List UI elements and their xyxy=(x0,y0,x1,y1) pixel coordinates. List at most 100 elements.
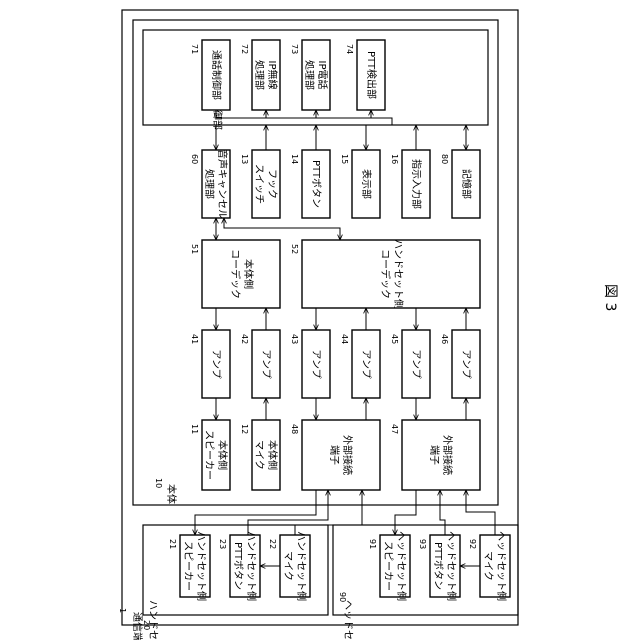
handset-unit-label: スピーカー xyxy=(182,541,194,591)
ctrl-num: 73 xyxy=(290,44,299,54)
headset-unit-label: ヘッドセット側 xyxy=(445,531,458,601)
unit-91-headset-speaker: 91 ヘッドセット側 スピーカー xyxy=(368,531,410,601)
handset-unit-label: ハンドセット側 xyxy=(195,531,208,601)
headset-num: 92 xyxy=(468,539,477,549)
io-label: 本体側 xyxy=(266,440,279,470)
io-num: 12 xyxy=(240,424,249,434)
body-num: 10 xyxy=(154,478,163,488)
amp-num: 43 xyxy=(290,334,299,344)
handset-unit-label: マイク xyxy=(282,551,294,581)
amp-label: アンプ xyxy=(260,349,272,378)
ctrl-unit-73: 73 IP電話 処理部 xyxy=(290,40,330,110)
unit-num: 80 xyxy=(440,154,449,164)
unit-15-display: 15 表示部 xyxy=(340,150,380,218)
io-units: 11 本体側 スピーカー 12 本体側 マイク 48 外部接続 端子 47 外部… xyxy=(190,420,480,490)
terminal-47-external: 47 外部接続 端子 xyxy=(390,420,480,490)
unit-label: 指示入力部 xyxy=(410,159,423,209)
headset-num: 91 xyxy=(368,539,377,549)
unit-14-ptt-button: 14 PTTボタン xyxy=(290,150,330,218)
unit-60-voice-cancel: 60 音声キャンセル 処理部 xyxy=(190,149,230,219)
amplifiers: 41 アンプ 42 アンプ 43 アンプ 44 アンプ 45 アンプ xyxy=(190,330,480,398)
codec-label: コーデック xyxy=(229,249,242,299)
amp-44: 44 アンプ xyxy=(340,330,380,398)
headset-unit-label: PTTボタン xyxy=(432,542,444,590)
unit-16-instruction-input: 16 指示入力部 xyxy=(390,150,430,218)
conn-93-47 xyxy=(440,490,445,535)
unit-21-handset-speaker: 21 ハンドセット側 スピーカー xyxy=(168,531,210,601)
ctrl-label: 処理部 xyxy=(253,60,266,90)
amp-43: 43 アンプ xyxy=(290,330,330,398)
unit-11-body-speaker: 11 本体側 スピーカー xyxy=(190,420,230,490)
unit-label: 表示部 xyxy=(360,169,373,199)
amp-42: 42 アンプ xyxy=(240,330,280,398)
ctrl-unit-71: 71 通話制御部 xyxy=(190,40,230,110)
rotated-diagram: 通信端末 20 1 本体 10 制御部 70 ハンドセット ヘッドセット 90 … xyxy=(118,10,518,640)
handset-num: 21 xyxy=(168,539,177,549)
unit-label: フック xyxy=(266,169,278,199)
ctrl-label: 処理部 xyxy=(303,60,316,90)
unit-label: PTTボタン xyxy=(310,160,322,208)
io-label: 外部接続 xyxy=(441,435,454,475)
amp-label: アンプ xyxy=(410,349,422,378)
unit-label: 記憶部 xyxy=(460,169,473,199)
terminal-48-external: 48 外部接続 端子 xyxy=(290,420,380,490)
middle-units: 60 音声キャンセル 処理部 13 フック スイッチ 14 PTTボタン 15 … xyxy=(190,149,480,219)
amp-num: 42 xyxy=(240,334,249,344)
unit-23-handset-ptt: 23 ハンドセット側 PTTボタン xyxy=(218,531,260,601)
io-label: マイク xyxy=(253,440,265,470)
codecs: 51 本体側 コーデック 52 ハンドセット側 コーデック xyxy=(190,239,480,309)
io-num: 47 xyxy=(390,424,399,434)
handset-unit-label: ハンドセット側 xyxy=(245,531,258,601)
unit-num: 60 xyxy=(190,154,199,164)
handset-unit-label: ハンドセット側 xyxy=(295,531,308,601)
handset-num: 23 xyxy=(218,539,227,549)
headset-unit-label: ヘッドセット側 xyxy=(395,531,408,601)
conn-92-47 xyxy=(466,490,495,535)
io-label: 外部接続 xyxy=(341,435,354,475)
conn-48-21 xyxy=(195,490,316,535)
ctrl-label: PTT検出部 xyxy=(365,51,378,99)
unit-13-hook-switch: 13 フック スイッチ xyxy=(240,150,280,218)
io-label: 端子 xyxy=(328,445,341,465)
amp-label: アンプ xyxy=(210,349,222,378)
io-label: 端子 xyxy=(428,445,441,465)
amp-label: アンプ xyxy=(360,349,372,378)
headset-units: 91 ヘッドセット側 スピーカー 93 ヘッドセット側 PTTボタン 92 ヘッ… xyxy=(368,531,510,601)
ctrl-unit-74: 74 PTT検出部 xyxy=(345,40,385,110)
conn-47-91 xyxy=(395,490,416,535)
control-units: 71 通話制御部 72 IP無線 処理部 73 IP電話 処理部 74 PTT検… xyxy=(190,40,385,110)
headset-num: 93 xyxy=(418,539,427,549)
ctrl-num: 72 xyxy=(240,44,249,54)
ctrl-num: 74 xyxy=(345,44,354,54)
codec-label: コーデック xyxy=(379,249,392,299)
unit-label: 処理部 xyxy=(203,169,216,199)
amp-45: 45 アンプ xyxy=(390,330,430,398)
io-num: 48 xyxy=(290,424,299,434)
io-label: 本体側 xyxy=(216,440,229,470)
handset-label: ハンドセット xyxy=(147,600,159,640)
amp-num: 41 xyxy=(190,334,199,344)
amp-46: 46 アンプ xyxy=(440,330,480,398)
unit-num: 13 xyxy=(240,154,249,164)
unit-label: スイッチ xyxy=(253,164,265,204)
conn-60-52 xyxy=(224,218,340,240)
ctrl-bus xyxy=(216,118,392,125)
codec-num: 51 xyxy=(190,244,199,254)
terminal-num: 1 xyxy=(118,608,127,613)
unit-num: 14 xyxy=(290,154,299,164)
codec-num: 52 xyxy=(290,244,299,254)
headset-unit-label: ヘッドセット側 xyxy=(495,531,508,601)
io-num: 11 xyxy=(190,424,199,434)
body-label: 本体 xyxy=(165,484,178,504)
headset-unit-label: スピーカー xyxy=(382,541,394,591)
codec-52-handset: 52 ハンドセット側 コーデック xyxy=(290,239,480,309)
ctrl-unit-72: 72 IP無線 処理部 xyxy=(240,40,280,110)
ctrl-label: 通話制御部 xyxy=(210,50,223,100)
handset-num: 22 xyxy=(268,539,277,549)
unit-12-body-mic: 12 本体側 マイク xyxy=(240,420,280,490)
headset-label: ヘッドセット xyxy=(342,600,354,640)
ctrl-label: IP無線 xyxy=(266,61,279,90)
unit-label: 音声キャンセル xyxy=(216,149,229,219)
amp-num: 45 xyxy=(390,334,399,344)
amp-41: 41 アンプ xyxy=(190,330,230,398)
